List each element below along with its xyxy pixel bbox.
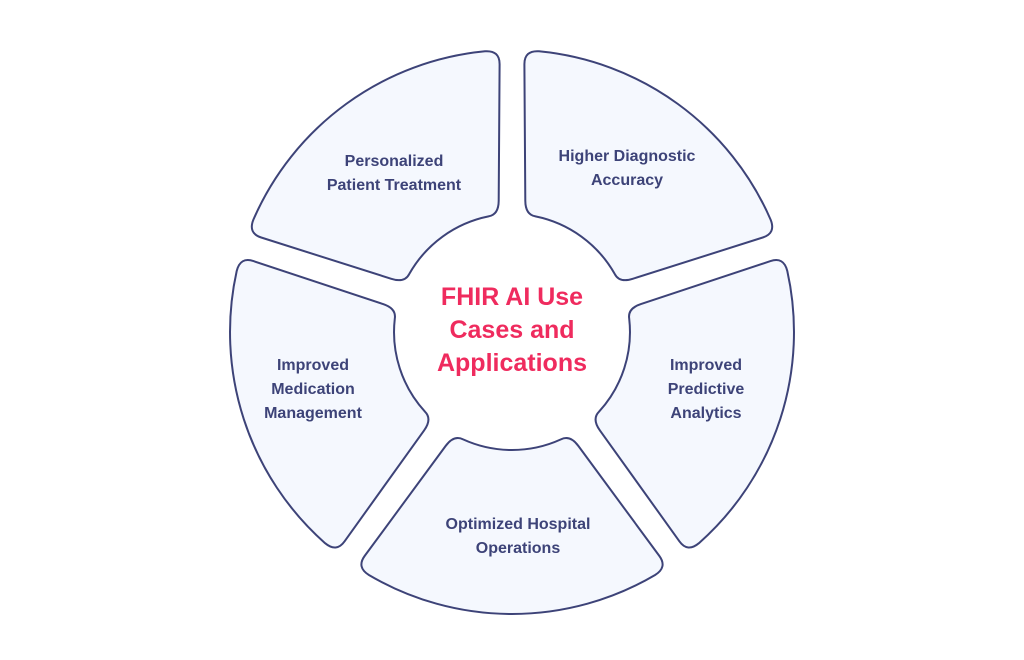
label-line: Operations <box>475 540 561 557</box>
label-line: Improved <box>669 357 742 374</box>
label-personalized-patient-treatment: Personalized Patient Treatment <box>294 150 494 198</box>
label-line: Patient Treatment <box>326 177 462 194</box>
label-line: Accuracy <box>590 172 664 189</box>
label-optimized-hospital-operations: Optimized Hospital Operations <box>418 513 618 561</box>
label-improved-medication-management: Improved Medication Management <box>213 354 413 426</box>
label-higher-diagnostic-accuracy: Higher Diagnostic Accuracy <box>527 145 727 193</box>
title-line: Cases and <box>449 316 575 344</box>
label-line: Predictive <box>667 381 745 398</box>
label-line: Personalized <box>344 153 444 170</box>
diagram-title: FHIR AI Use Cases and Applications <box>412 281 612 380</box>
segment-higher-diagnostic-accuracy <box>523 50 774 282</box>
label-line: Analytics <box>670 405 742 422</box>
title-line: Applications <box>436 349 587 377</box>
segment-improved-medication-management <box>229 259 430 549</box>
label-line: Optimized Hospital <box>445 516 591 533</box>
label-improved-predictive-analytics: Improved Predictive Analytics <box>606 354 806 426</box>
segment-optimized-hospital-operations <box>360 437 664 616</box>
label-line: Improved <box>276 357 349 374</box>
segment-personalized-patient-treatment <box>250 50 501 282</box>
label-line: Management <box>264 405 362 422</box>
segment-improved-predictive-analytics <box>594 259 795 549</box>
title-line: FHIR AI Use <box>440 283 584 311</box>
label-line: Medication <box>271 381 355 398</box>
label-line: Higher Diagnostic <box>558 148 696 165</box>
